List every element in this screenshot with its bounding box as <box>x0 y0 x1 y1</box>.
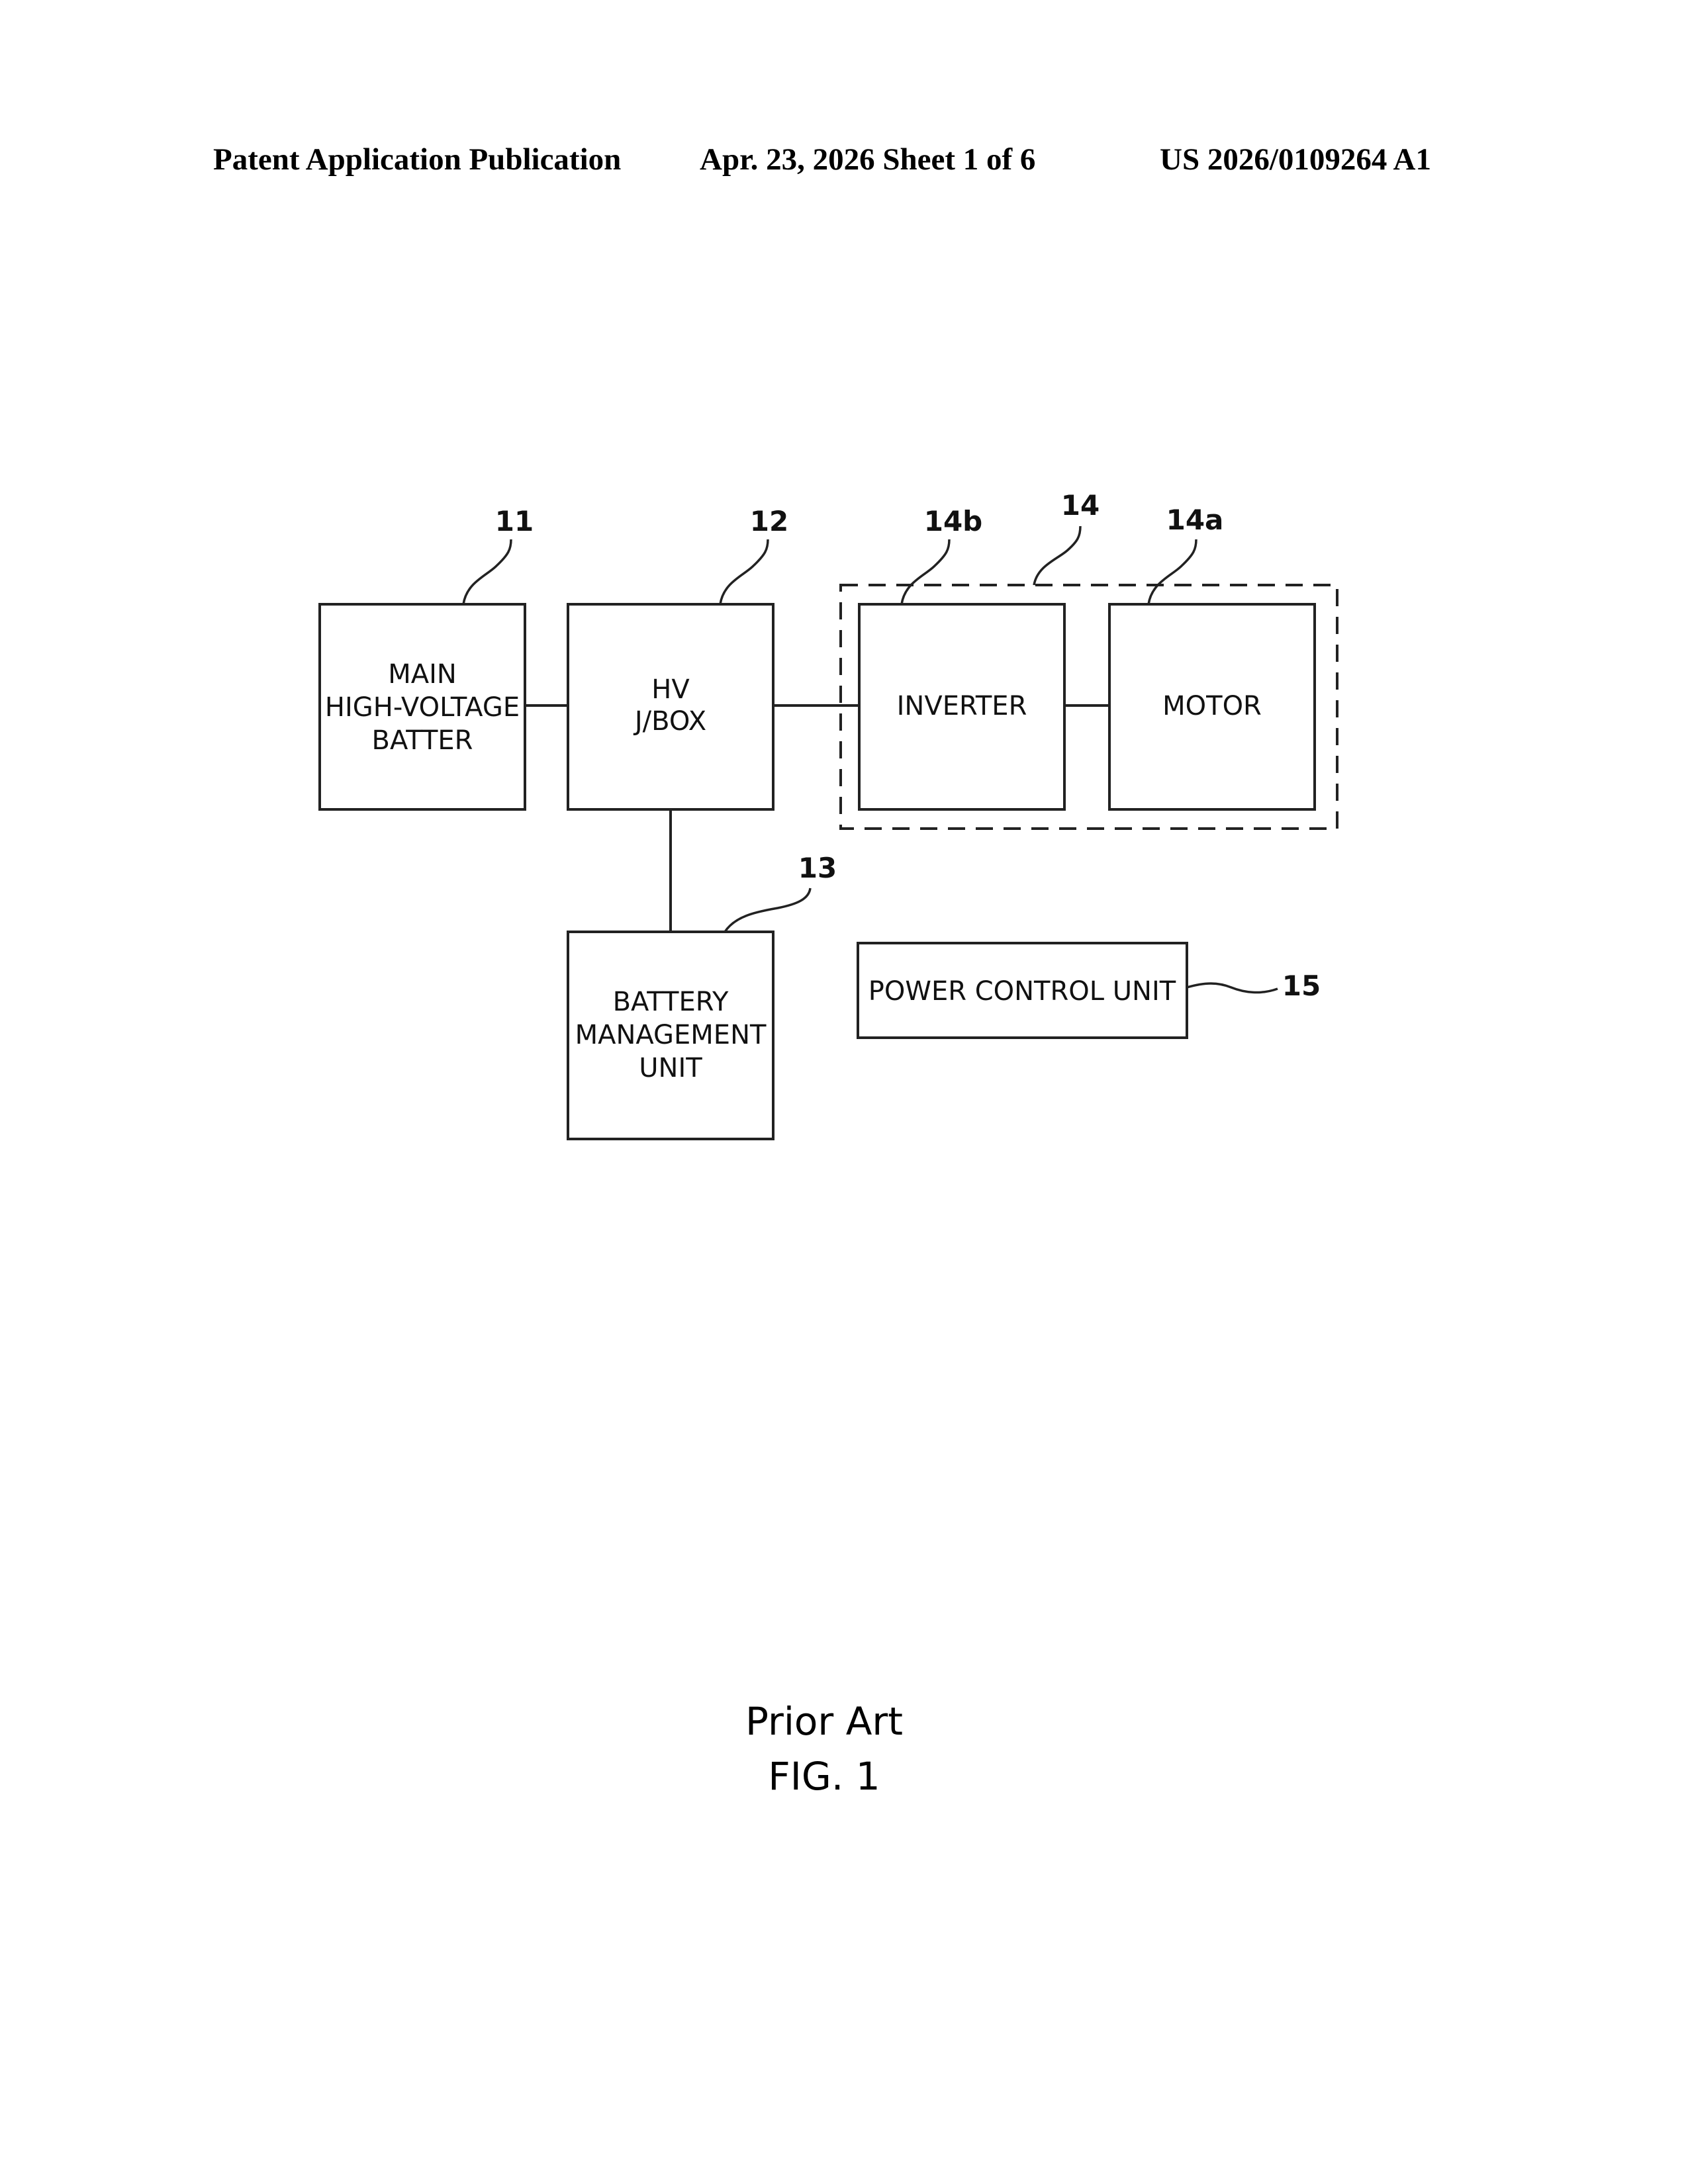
leader-14b <box>902 539 949 604</box>
ref-label-14b: 14b <box>924 505 983 537</box>
pcu-label: POWER CONTROL UNIT <box>868 976 1176 1007</box>
ref-label-11: 11 <box>495 505 534 537</box>
bmu-label-line1: BATTERY <box>613 987 729 1017</box>
leader-15 <box>1187 983 1278 993</box>
figure-caption-prior-art: Prior Art <box>0 1702 1648 1741</box>
ref-label-14a: 14a <box>1166 504 1224 536</box>
motor-label: MOTOR <box>1162 691 1262 721</box>
ref-label-15: 15 <box>1282 970 1321 1002</box>
battery-label-line2: HIGH-VOLTAGE <box>325 692 520 723</box>
ref-label-12: 12 <box>750 505 788 537</box>
inverter-label: INVERTER <box>897 691 1027 721</box>
battery-label-line1: MAIN <box>388 659 457 690</box>
ref-label-13: 13 <box>798 852 837 884</box>
bmu-label-line3: UNIT <box>639 1053 702 1083</box>
leader-14a <box>1149 539 1196 604</box>
figure-caption-number: FIG. 1 <box>0 1757 1648 1796</box>
leader-12 <box>720 539 768 604</box>
ref-label-14: 14 <box>1061 489 1100 522</box>
leader-11 <box>463 539 511 604</box>
leader-13 <box>725 888 810 932</box>
bmu-label-line2: MANAGEMENT <box>575 1020 767 1050</box>
leader-14 <box>1034 526 1080 585</box>
jbox-label-line2: J/BOX <box>633 706 706 737</box>
battery-label-line3: BATTER <box>372 725 473 756</box>
jbox-label-line1: HV <box>651 674 690 705</box>
